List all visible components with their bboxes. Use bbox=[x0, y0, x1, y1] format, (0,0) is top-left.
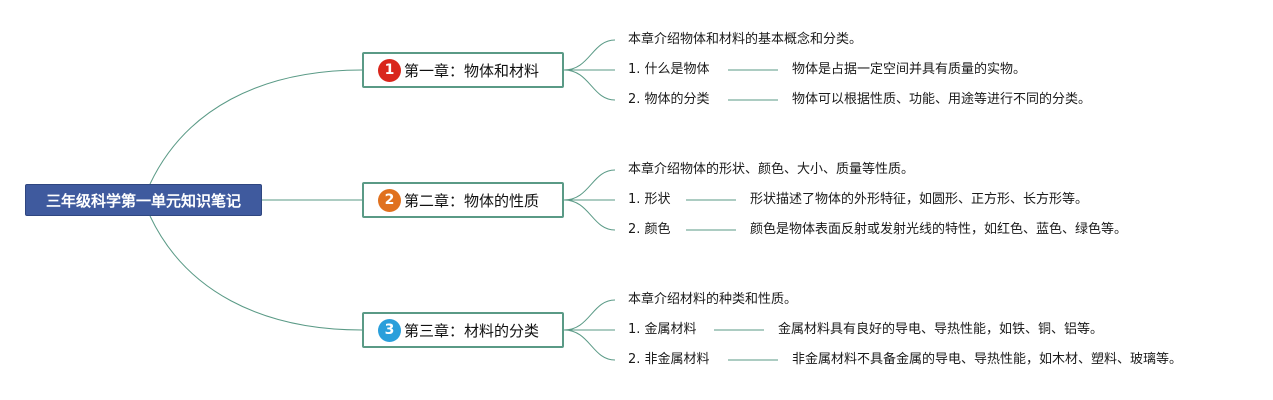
root-title: 三年级科学第一单元知识笔记 bbox=[45, 191, 241, 210]
chapter-1-title: 第一章：物体和材料 bbox=[404, 61, 540, 80]
chapter-3-branch-intro bbox=[563, 299, 616, 331]
chapter-2-topic[interactable]: 2 第二章：物体的性质 bbox=[362, 182, 564, 218]
chapter-1-item-1-detail[interactable]: 物体是占据一定空间并具有质量的实物。 bbox=[792, 62, 1027, 77]
chapter-3-item-1-detail[interactable]: 金属材料具有良好的导电、导热性能，如铁、铜、铝等。 bbox=[778, 322, 1104, 337]
chapter-1-intro[interactable]: 本章介绍物体和材料的基本概念和分类。 bbox=[628, 32, 863, 47]
chapter-1-topic[interactable]: 1 第一章：物体和材料 bbox=[362, 52, 564, 88]
chapter-2-item-1-label[interactable]: 1. 形状 bbox=[628, 192, 671, 207]
chapter-1-item-1-label[interactable]: 1. 什么是物体 bbox=[628, 62, 710, 77]
chapter-3-item-2-label[interactable]: 2. 非金属材料 bbox=[628, 352, 710, 367]
chapter-1-branch-intro bbox=[563, 39, 616, 71]
chapter-1-item-2-label[interactable]: 2. 物体的分类 bbox=[628, 92, 710, 107]
root-to-chapter-1-line bbox=[149, 69, 363, 185]
number-3-icon: 3 bbox=[378, 318, 401, 342]
chapter-2-intro[interactable]: 本章介绍物体的形状、颜色、大小、质量等性质。 bbox=[628, 162, 915, 177]
root-topic[interactable]: 三年级科学第一单元知识笔记 bbox=[25, 184, 262, 216]
chapter-2-branch-item-2 bbox=[563, 199, 616, 231]
chapter-3-branch-item-2 bbox=[563, 329, 616, 361]
number-2-icon: 2 bbox=[378, 188, 401, 212]
chapter-3-topic[interactable]: 3 第三章：材料的分类 bbox=[362, 312, 564, 348]
chapter-3-item-2-detail[interactable]: 非金属材料不具备金属的导电、导热性能，如木材、塑料、玻璃等。 bbox=[792, 352, 1183, 367]
chapter-2-title: 第二章：物体的性质 bbox=[404, 191, 540, 210]
chapter-2-branch-intro bbox=[563, 169, 616, 201]
chapter-1-item-2-detail[interactable]: 物体可以根据性质、功能、用途等进行不同的分类。 bbox=[792, 92, 1092, 107]
chapter-3-intro[interactable]: 本章介绍材料的种类和性质。 bbox=[628, 292, 798, 307]
number-1-icon: 1 bbox=[378, 58, 401, 82]
root-to-chapter-3-line bbox=[149, 215, 363, 331]
chapter-3-item-1-label[interactable]: 1. 金属材料 bbox=[628, 322, 697, 337]
chapter-2-item-2-label[interactable]: 2. 颜色 bbox=[628, 222, 671, 237]
chapter-2-item-1-detail[interactable]: 形状描述了物体的外形特征，如圆形、正方形、长方形等。 bbox=[750, 192, 1089, 207]
chapter-1-branch-item-2 bbox=[563, 69, 616, 101]
chapter-3-title: 第三章：材料的分类 bbox=[404, 321, 540, 340]
chapter-2-item-2-detail[interactable]: 颜色是物体表面反射或发射光线的特性，如红色、蓝色、绿色等。 bbox=[750, 222, 1128, 237]
